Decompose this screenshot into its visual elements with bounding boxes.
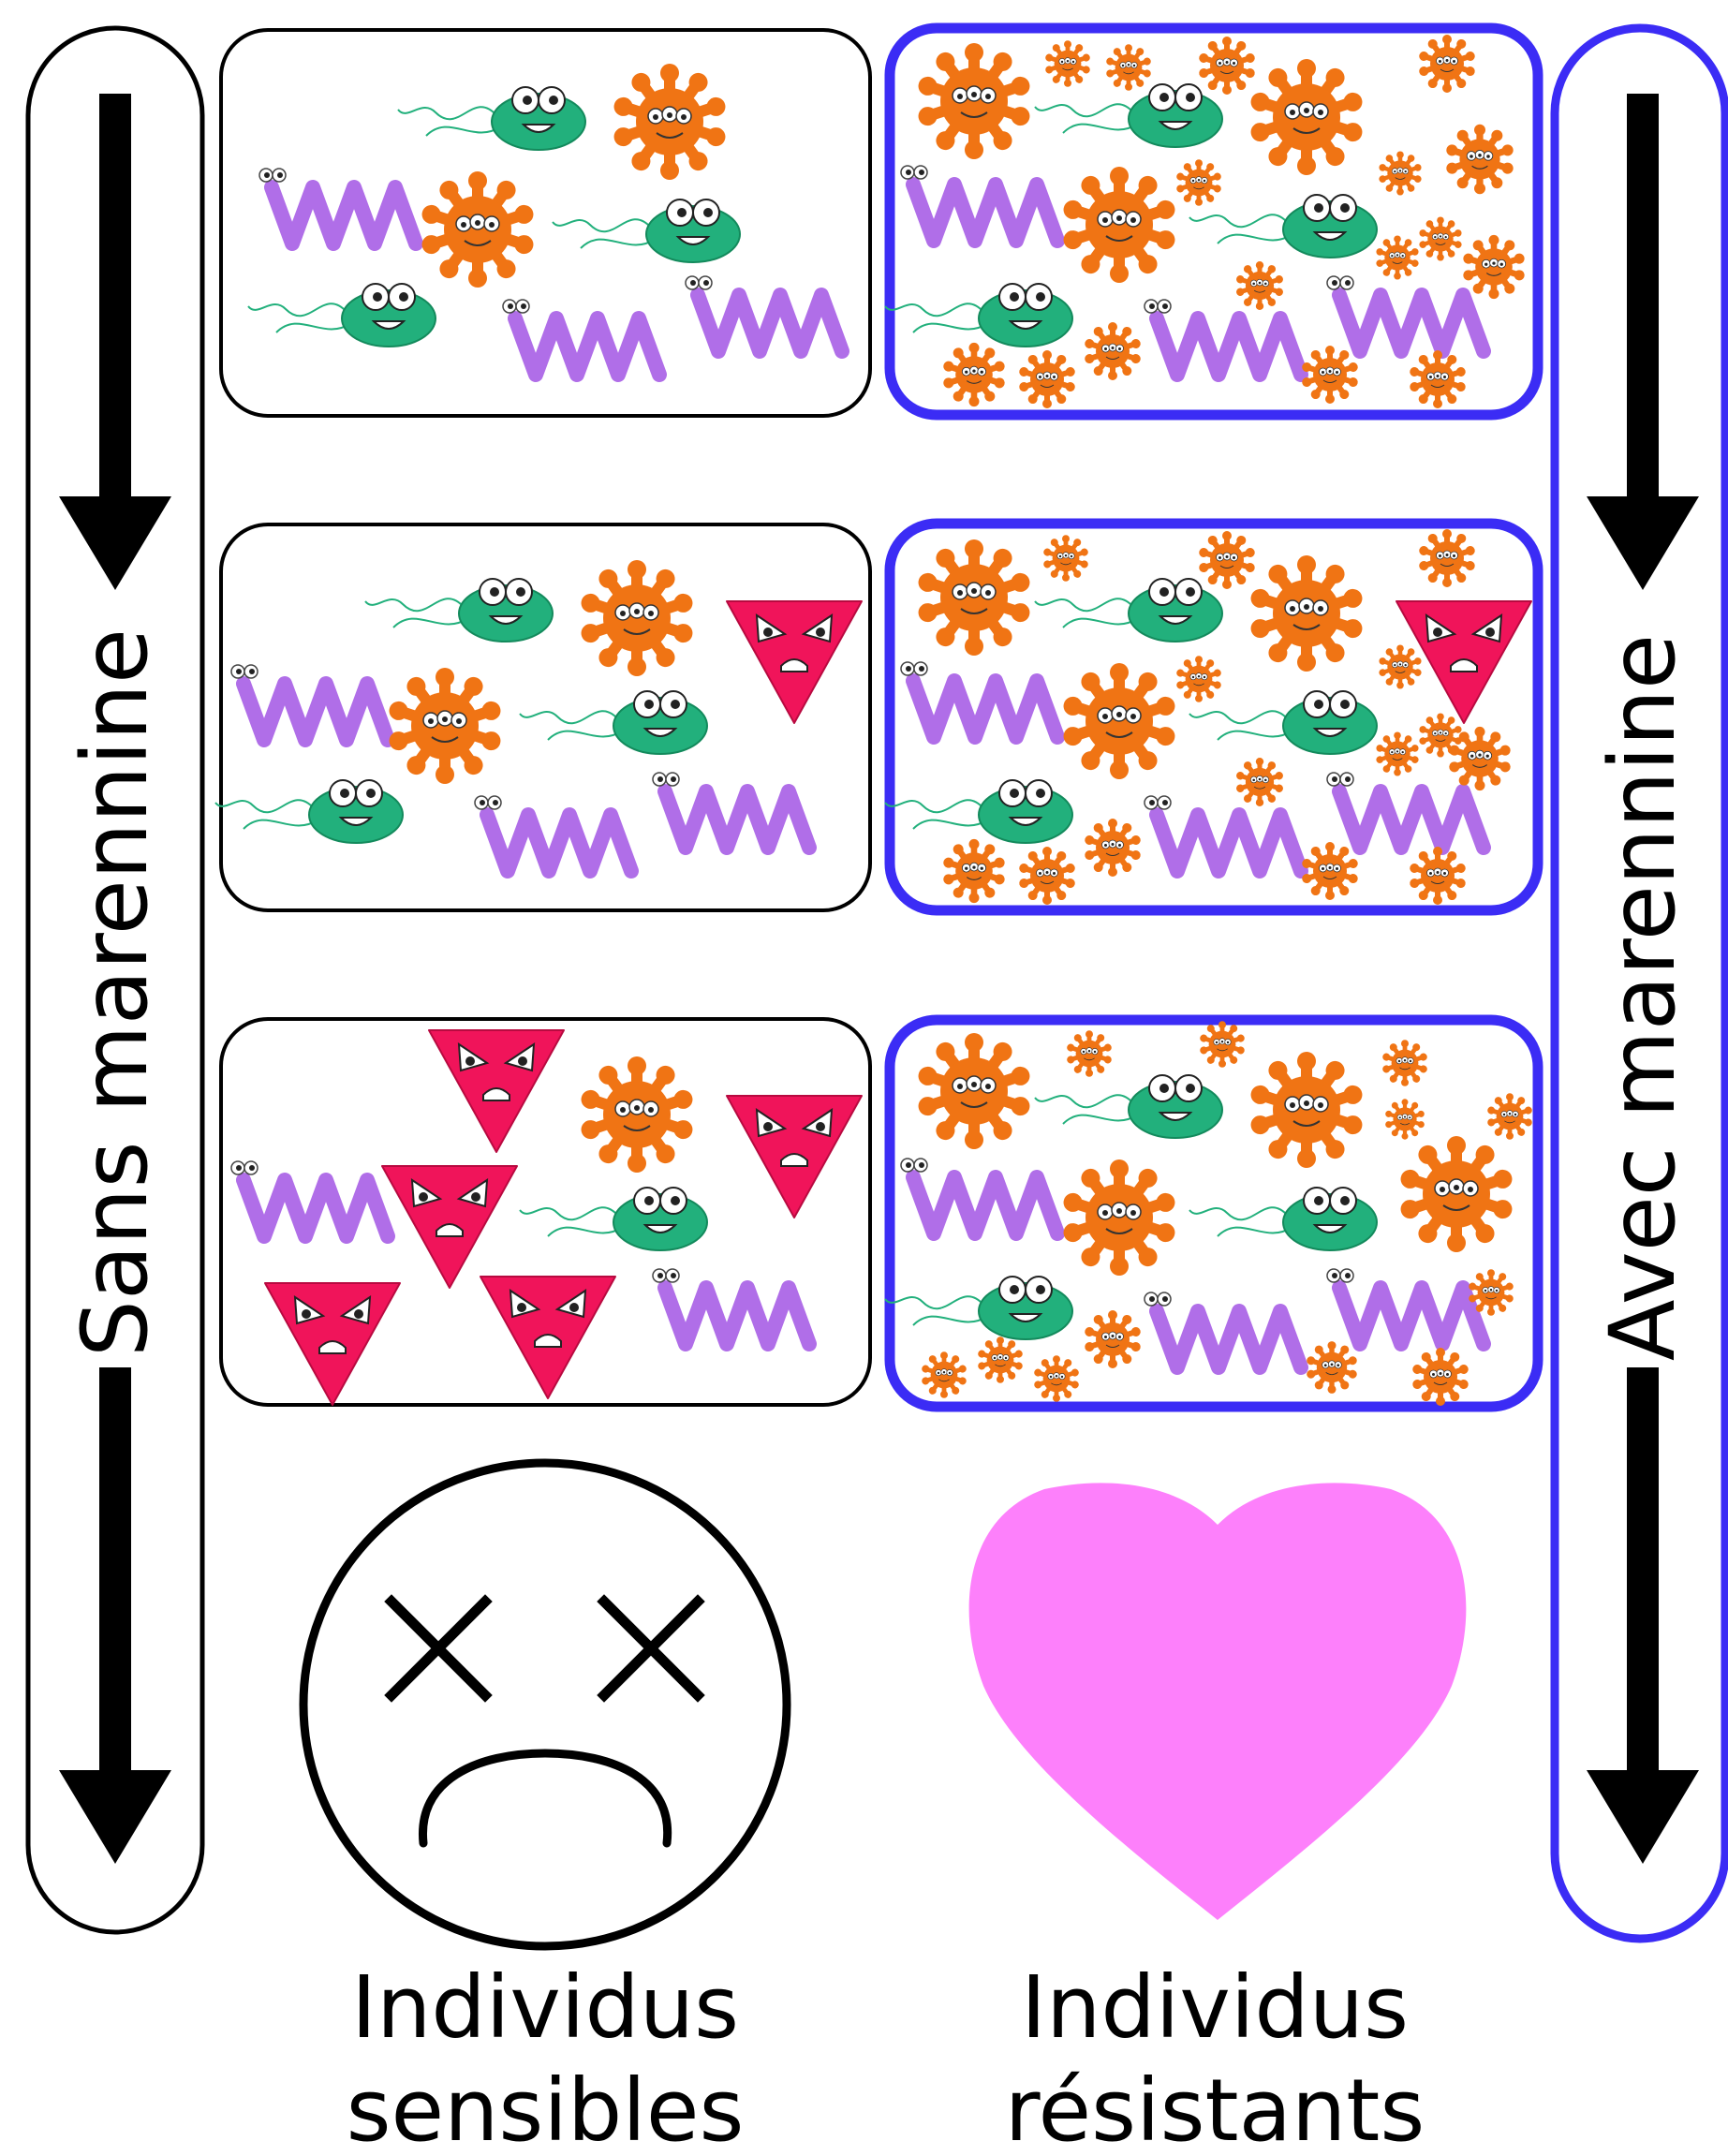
right-axis-frame (1550, 23, 1728, 1943)
dead-face-icon (299, 1458, 791, 1951)
heart-icon (968, 1483, 1467, 1920)
arrow-down-icon (59, 1367, 171, 1864)
left-axis-label: Sans marennine (63, 628, 168, 1357)
right-axis: Avec marennine (1550, 23, 1728, 1943)
right-panel-row-1 (884, 22, 1543, 421)
arrow-down-icon (1587, 1367, 1699, 1864)
left-panel-row-1 (219, 28, 872, 418)
outcome-right-line2: résistants (1005, 2060, 1425, 2156)
outcome-right-line1: Individus (1021, 1957, 1409, 2058)
left-axis: Sans marennine (25, 25, 205, 1935)
left-panel-row-3 (219, 1017, 872, 1407)
arrow-down-icon (1587, 94, 1699, 590)
outcome-label-left: Individus sensibles (347, 1957, 745, 2156)
arrow-down-icon (59, 94, 171, 590)
left-panel-row-2 (214, 523, 872, 912)
left-axis-frame (25, 25, 205, 1935)
outcome-label-right: Individus résistants (1005, 1957, 1425, 2156)
outcome-left-line2: sensibles (347, 2060, 745, 2156)
right-panel-row-2 (884, 518, 1543, 916)
right-axis-label: Avec marennine (1590, 634, 1695, 1361)
outcome-left-line1: Individus (351, 1957, 739, 2058)
right-panel-row-3 (884, 1014, 1543, 1412)
